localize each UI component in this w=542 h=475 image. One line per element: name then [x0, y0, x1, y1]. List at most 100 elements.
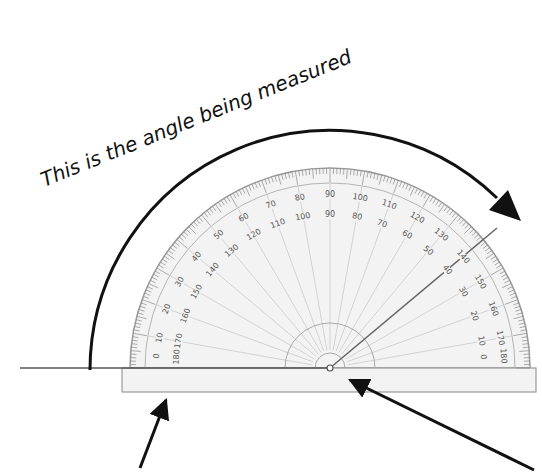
degree-tick — [486, 253, 494, 259]
scale-number: 90 — [324, 211, 336, 219]
degree-tick — [513, 303, 519, 305]
degree-tick — [212, 206, 216, 211]
degree-tick — [465, 224, 469, 228]
degree-tick — [292, 172, 293, 178]
degree-tick — [516, 368, 530, 369]
degree-tick — [360, 170, 362, 176]
degree-tick — [218, 202, 221, 207]
degree-tick — [143, 296, 149, 298]
scale-number: 80 — [293, 193, 306, 203]
degree-tick — [472, 232, 476, 236]
degree-tick — [418, 190, 421, 195]
degree-tick — [496, 265, 501, 268]
degree-tick — [181, 234, 185, 238]
degree-tick — [507, 287, 512, 289]
degree-tick — [242, 188, 245, 193]
degree-tick — [162, 259, 167, 262]
degree-tick — [233, 193, 236, 198]
degree-tick — [138, 313, 144, 315]
degree-tick — [520, 326, 526, 327]
degree-tick — [255, 183, 257, 189]
degree-tick — [450, 215, 459, 226]
degree-tick — [131, 347, 137, 349]
degree-tick — [312, 169, 314, 179]
degree-tick — [513, 333, 527, 335]
degree-tick — [239, 190, 242, 195]
protractor-body — [130, 168, 530, 368]
degree-tick — [487, 250, 492, 254]
degree-tick — [146, 290, 152, 292]
degree-tick — [201, 215, 210, 226]
degree-tick — [462, 222, 466, 226]
pointer-arrow — [350, 380, 534, 470]
degree-tick — [474, 234, 478, 238]
degree-tick — [215, 204, 221, 212]
degree-tick — [272, 177, 274, 183]
degree-tick — [493, 259, 498, 262]
degree-tick — [278, 175, 281, 185]
degree-tick — [387, 177, 389, 183]
degree-tick — [224, 198, 227, 203]
degree-tick — [510, 293, 516, 295]
degree-tick — [433, 198, 436, 203]
degree-tick — [309, 169, 311, 175]
degree-tick — [134, 330, 140, 331]
degree-tick — [316, 168, 317, 174]
degree-tick — [370, 172, 371, 178]
degree-tick — [145, 293, 151, 295]
degree-tick — [147, 287, 152, 289]
degree-tick — [501, 274, 506, 277]
angle-arm — [330, 228, 497, 368]
degree-tick — [524, 354, 530, 355]
degree-tick — [330, 168, 331, 182]
degree-tick — [452, 213, 456, 218]
scale-number: 0 — [153, 352, 161, 360]
degree-tick — [403, 183, 405, 189]
degree-tick — [350, 169, 352, 175]
center-point — [327, 365, 333, 371]
radial-guide — [238, 209, 321, 353]
degree-tick — [221, 200, 224, 205]
degree-tick — [516, 313, 522, 315]
degree-tick — [186, 229, 190, 233]
scale-number: 10 — [155, 331, 165, 344]
degree-tick — [383, 176, 385, 182]
degree-tick — [524, 357, 530, 358]
degree-tick — [130, 354, 136, 355]
radial-guide — [336, 195, 393, 351]
degree-tick — [430, 197, 433, 202]
radial-guide — [212, 227, 319, 354]
degree-tick — [295, 171, 297, 185]
degree-tick — [194, 222, 198, 226]
degree-tick — [444, 206, 448, 211]
degree-tick — [410, 187, 414, 196]
degree-tick — [302, 170, 304, 176]
degree-tick — [343, 168, 344, 174]
degree-tick — [157, 268, 169, 275]
degree-tick — [137, 316, 147, 319]
radial-guide — [189, 250, 316, 357]
degree-tick — [362, 171, 364, 185]
degree-tick — [175, 242, 180, 246]
degree-tick — [177, 239, 188, 248]
degree-tick — [483, 245, 488, 249]
degree-tick — [153, 274, 158, 277]
degree-tick — [522, 336, 528, 338]
degree-tick — [509, 290, 515, 292]
radial-guide — [346, 276, 490, 359]
degree-tick — [249, 185, 251, 190]
radial-guide — [330, 184, 331, 350]
degree-tick — [353, 169, 355, 175]
degree-tick — [476, 237, 481, 241]
degree-tick — [139, 310, 145, 312]
protractor-straight-edge — [122, 368, 536, 392]
degree-tick — [518, 320, 524, 321]
inner-arc — [285, 323, 375, 368]
degree-tick — [132, 340, 138, 342]
degree-tick — [131, 350, 141, 352]
degree-tick — [346, 169, 348, 179]
degree-tick — [457, 217, 461, 222]
degree-tick — [415, 188, 418, 193]
